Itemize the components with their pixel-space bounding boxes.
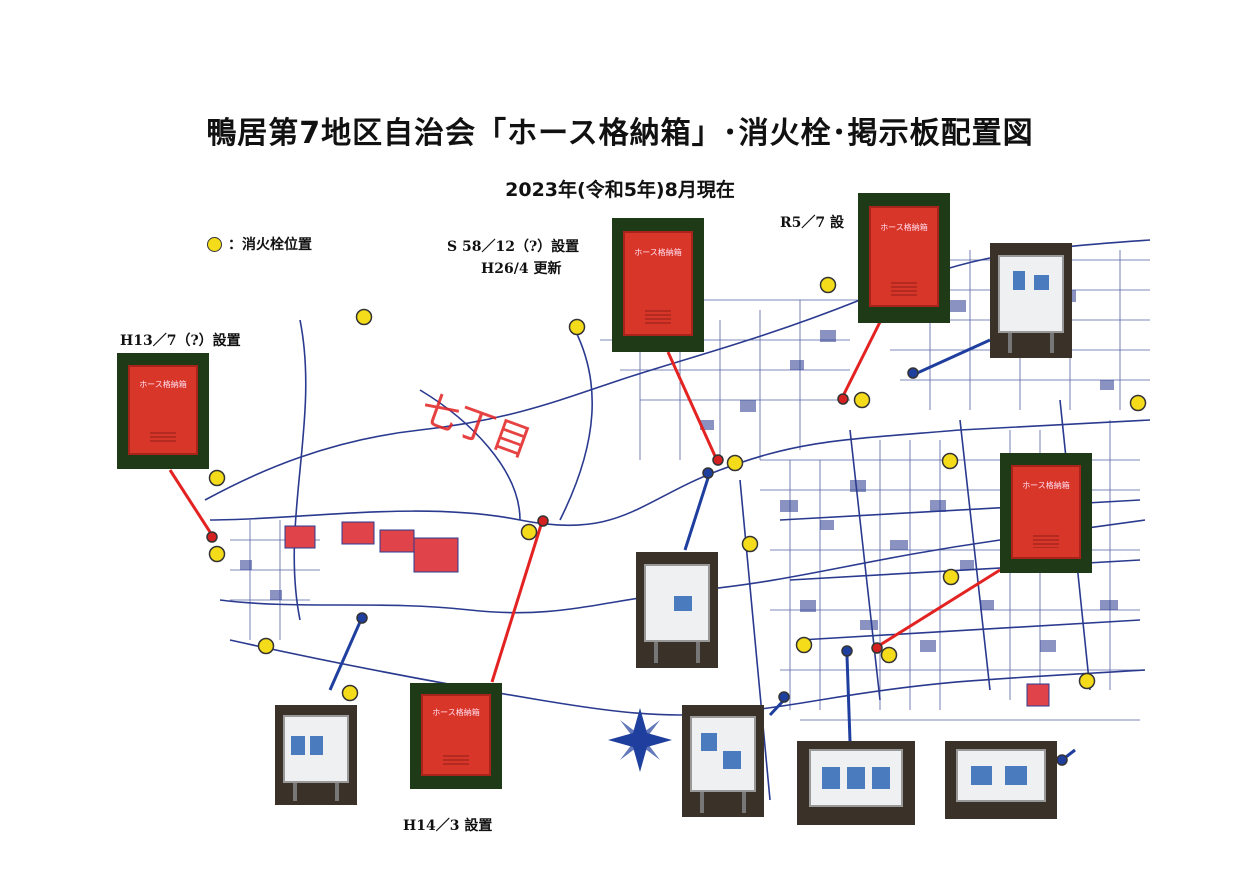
hose-box-photo-northeast: ホース格納箱 [858,193,950,323]
board-leg [700,792,705,813]
hose-box-marker [712,454,724,466]
page-subtitle: 2023年(令和5年)8月現在 [505,179,735,201]
hydrant-marker [726,454,744,472]
hose-box-pointer-line [841,321,882,397]
note-h26: H26/4 更新 [481,261,562,277]
hydrant-marker [208,469,226,487]
hose-box-marker [537,515,549,527]
board-pointer-line [328,621,362,691]
hydrant-marker [880,646,898,664]
hydrant-marker [941,452,959,470]
board-marker [907,367,919,379]
hose-box-caption: ホース格納箱 [880,222,928,232]
board-photo-southwest [275,705,357,805]
note-s58: S 58／12（?）設置 [447,239,580,255]
hydrant-marker [341,684,359,702]
hydrant-marker [1078,672,1096,690]
vent-grille [1032,535,1060,548]
hydrant-marker [568,318,586,336]
vent-grille [644,309,672,324]
hose-box-photo-north: ホース格納箱 [612,218,704,352]
hydrant-marker [257,637,275,655]
hose-box-caption: ホース格納箱 [634,248,682,258]
hose-box-photo-west: ホース格納箱 [117,353,209,469]
vent-grille [149,432,177,445]
district-label: 七丁目 [415,386,537,466]
hose-box-cabinet: ホース格納箱 [869,206,939,308]
board-leg [741,792,746,813]
board-leg [695,642,700,664]
board-pointer-line [845,655,852,742]
board-photo-south-1 [682,705,764,817]
legend: ：消火栓位置 [207,234,312,254]
board-marker [356,612,368,624]
hose-box-pointer-line [666,351,717,457]
board-panel [644,563,710,643]
note-r5: R5／7 設 [780,215,844,231]
board-panel [283,715,349,783]
note-h13: H13／7（?）設置 [120,333,241,349]
board-marker [1056,754,1068,766]
marker-layer [206,276,1147,766]
board-marker [778,691,790,703]
board-leg [1008,332,1013,354]
hose-box-pointer-line [490,524,543,683]
board-photo-south-2 [797,741,915,825]
hose-box-cabinet: ホース格納箱 [128,364,198,456]
hydrant-legend-icon [207,236,222,252]
hydrant-marker [520,523,538,541]
board-panel [998,254,1064,333]
hose-box-photo-east: ホース格納箱 [1000,453,1092,573]
hydrant-marker [1129,394,1147,412]
hose-box-caption: ホース格納箱 [1022,480,1070,490]
note-h14: H14／3 設置 [403,818,493,834]
road-network [204,239,1151,801]
vent-grille [890,282,918,296]
hydrant-marker [942,568,960,586]
board-pointer-line [683,477,710,551]
pointer-layer [168,321,1076,762]
board-photo-center [636,552,718,668]
highlighted-buildings [284,521,1050,707]
hose-box-photo-south: ホース格納箱 [410,683,502,789]
hydrant-marker [208,545,226,563]
page-title: 鴨居第7地区自治会「ホース格納箱」･消火栓･掲示板配置図 [206,116,1034,151]
hose-box-cabinet: ホース格納箱 [623,231,693,336]
hydrant-marker [741,535,759,553]
hose-box-caption: ホース格納箱 [432,707,480,717]
hose-box-caption: ホース格納箱 [139,379,187,389]
legend-label: ：消火栓位置 [228,237,312,253]
hose-box-marker [871,642,883,654]
board-leg [1049,332,1054,354]
board-pointer-line [914,338,991,376]
board-photo-northeast [990,243,1072,358]
hydrant-marker [853,391,871,409]
vent-grille [442,755,470,767]
hydrant-marker [819,276,837,294]
board-marker [841,645,853,657]
board-marker [702,467,714,479]
hose-box-cabinet: ホース格納箱 [421,693,491,777]
compass-rose [608,708,672,772]
board-leg [654,642,659,664]
hose-box-pointer-line [168,469,212,533]
board-panel [690,716,756,793]
board-panel [808,749,904,807]
hose-box-marker [837,393,849,405]
hose-box-cabinet: ホース格納箱 [1011,465,1081,559]
board-leg [334,783,339,801]
hose-box-marker [206,531,218,543]
hydrant-marker [355,308,373,326]
board-photo-south-3 [945,741,1057,819]
hydrant-marker [795,636,813,654]
board-pointer-line [768,698,786,717]
board-panel [956,748,1046,802]
hose-box-pointer-line [879,568,1001,647]
board-leg [293,783,298,801]
